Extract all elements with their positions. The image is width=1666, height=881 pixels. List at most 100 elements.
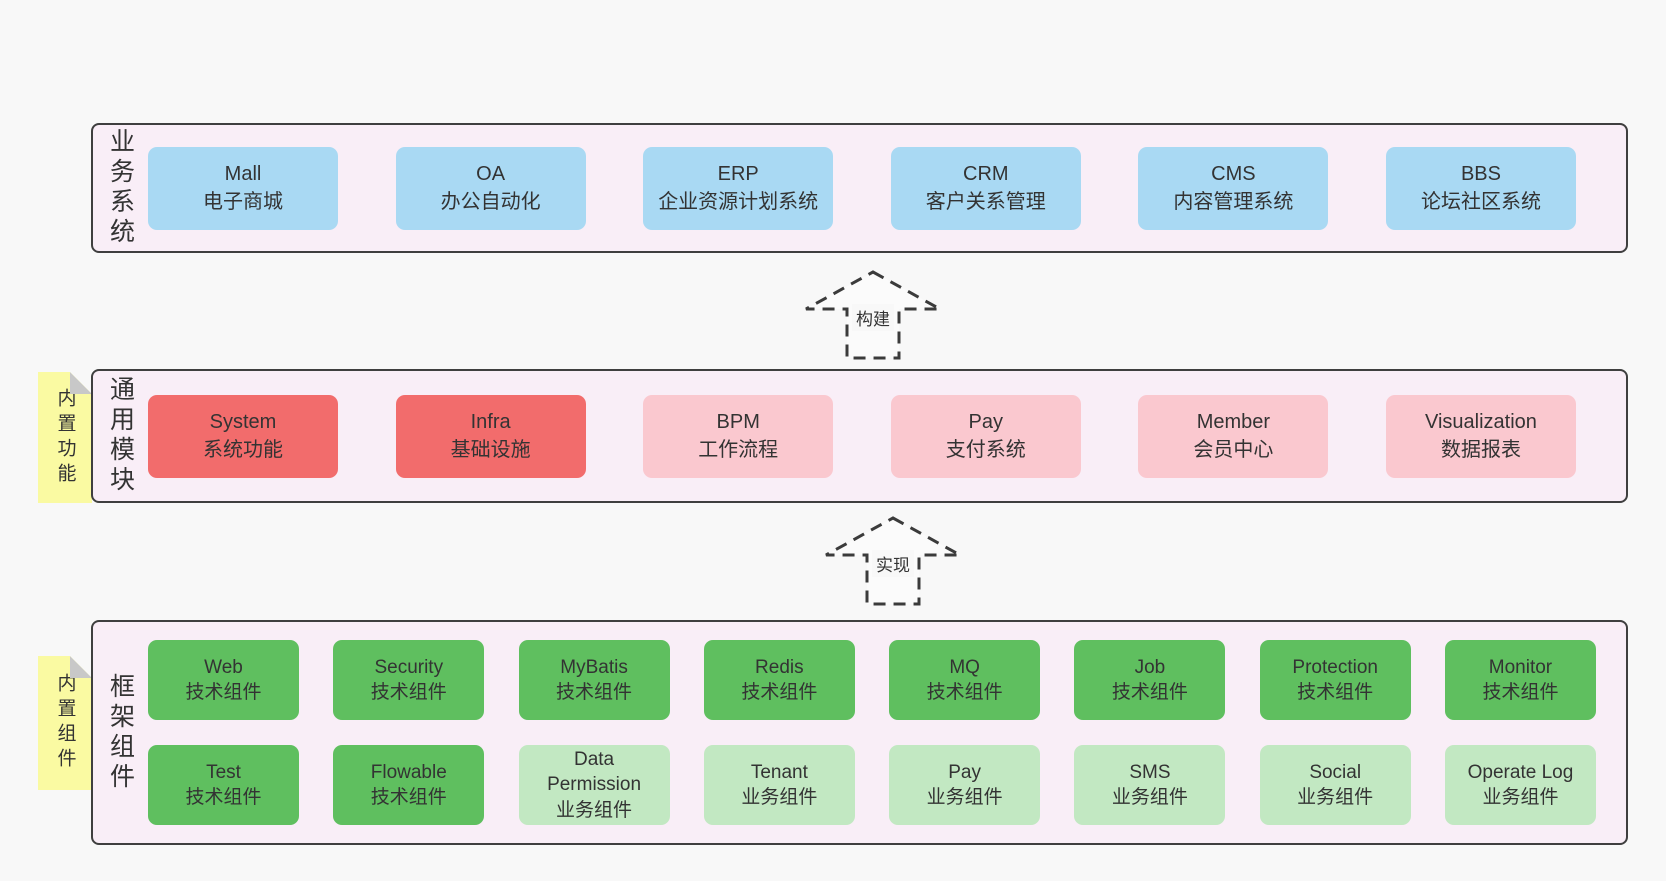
box-title: Test [206,761,241,783]
box-mq: MQ 技术组件 [889,640,1041,720]
box-subtitle: 业务组件 [1482,787,1559,808]
box-title: Job [1134,656,1166,678]
box-subtitle: 技术组件 [185,787,262,808]
box-system: System 系统功能 [148,394,338,478]
box-tenant: Tenant 业务组件 [703,745,855,825]
box-subtitle: 技术组件 [1297,682,1374,703]
band-label-business-systems: 业务系统 [93,125,148,251]
common-modules-boxes: System 系统功能 Infra 基础设施 BPM 工作流程 Pay 支付系统… [148,371,1626,501]
box-member: Member 会员中心 [1138,394,1329,478]
box-title: Member [1196,410,1271,433]
band-label-common-modules: 通用模块 [93,371,148,501]
box-title: Security [374,656,444,678]
arrow-build-label: 构建 [852,304,894,331]
box-title: CMS [1211,162,1256,185]
box-title: Web [204,656,243,678]
box-title: Social [1309,761,1362,783]
box-title: Flowable [370,761,447,783]
box-monitor: Monitor 技术组件 [1444,640,1596,720]
box-infra: Infra 基础设施 [395,394,586,478]
box-title: ERP [717,162,759,185]
box-erp: ERP 企业资源计划系统 [643,146,834,230]
box-job: Job 技术组件 [1074,640,1226,720]
box-data-permission: Data Permission 业务组件 [518,745,670,825]
box-title: OA [476,162,506,185]
box-title: Operate Log [1467,761,1574,783]
box-subtitle: 系统功能 [203,439,283,461]
box-title: Data Permission [547,748,642,796]
box-title: Mall [224,162,262,185]
framework-row-1: Web 技术组件 Security 技术组件 MyBatis 技术组件 Redi… [148,640,1596,720]
framework-row-2: Test 技术组件 Flowable 技术组件 Data Permission … [148,745,1596,825]
box-cms: CMS 内容管理系统 [1138,146,1329,230]
band-framework-components: 框架组件 Web 技术组件 Security 技术组件 MyBatis 技术组件… [91,620,1628,845]
box-subtitle: 技术组件 [741,682,818,703]
box-subtitle: 客户关系管理 [925,191,1046,213]
band-label-text: 业务系统 [106,128,135,248]
sticky-note-builtin-components: 内置组件 [38,656,92,790]
box-crm: CRM 客户关系管理 [890,146,1081,230]
box-subtitle: 内容管理系统 [1173,191,1294,213]
box-title: Monitor [1488,656,1553,678]
sticky-note-label: 内置组件 [54,673,76,773]
box-subtitle: 业务组件 [556,799,633,821]
box-subtitle: 支付系统 [945,439,1026,461]
box-title: BBS [1460,162,1501,185]
box-title: Pay [968,410,1004,433]
box-subtitle: 技术组件 [556,682,633,703]
box-subtitle: 技术组件 [926,682,1003,703]
box-subtitle: 业务组件 [926,787,1003,808]
box-subtitle: 业务组件 [1297,787,1374,808]
box-flowable: Flowable 技术组件 [333,745,485,825]
box-operate-log: Operate Log 业务组件 [1444,745,1596,825]
box-title: Protection [1292,656,1378,678]
box-test: Test 技术组件 [148,745,299,825]
box-subtitle: 电子商城 [203,191,283,213]
box-title: System [209,410,277,433]
framework-components-boxes: Web 技术组件 Security 技术组件 MyBatis 技术组件 Redi… [148,622,1626,843]
arrow-build: 构建 [803,269,943,361]
box-subtitle: 企业资源计划系统 [658,191,819,213]
arrow-implement-label: 实现 [872,550,914,577]
box-bpm: BPM 工作流程 [643,394,834,478]
box-security: Security 技术组件 [333,640,485,720]
box-title: Redis [755,656,804,678]
box-title: MyBatis [560,656,628,678]
box-subtitle: 工作流程 [698,439,779,461]
box-title: BPM [716,410,760,433]
box-title: Pay [948,761,981,783]
sticky-note-label: 内置功能 [54,387,76,488]
band-common-modules: 通用模块 System 系统功能 Infra 基础设施 BPM 工作流程 Pay… [91,369,1628,503]
folded-corner-icon [70,656,92,678]
box-title: Infra [470,410,511,433]
business-systems-boxes: Mall 电子商城 OA 办公自动化 ERP 企业资源计划系统 CRM 客户关系… [148,125,1626,251]
box-subtitle: 业务组件 [1111,787,1188,808]
box-title: MQ [949,656,980,678]
box-title: SMS [1129,761,1171,783]
box-subtitle: 技术组件 [185,682,262,703]
box-title: CRM [963,162,1009,185]
box-protection: Protection 技术组件 [1259,640,1411,720]
box-redis: Redis 技术组件 [703,640,855,720]
box-oa: OA 办公自动化 [395,146,586,230]
box-mybatis: MyBatis 技术组件 [518,640,670,720]
band-label-framework-components: 框架组件 [93,622,148,843]
band-label-text: 通用模块 [106,376,135,496]
box-web: Web 技术组件 [148,640,299,720]
folded-corner-icon [70,372,92,394]
box-subtitle: 技术组件 [370,682,447,703]
box-mall: Mall 电子商城 [148,146,338,230]
box-subtitle: 业务组件 [741,787,818,808]
box-subtitle: 技术组件 [1482,682,1559,703]
box-bbs: BBS 论坛社区系统 [1385,146,1576,230]
box-social: Social 业务组件 [1259,745,1411,825]
band-label-text: 框架组件 [106,672,135,793]
box-pay: Pay 支付系统 [890,394,1081,478]
box-pay-business: Pay 业务组件 [889,745,1041,825]
box-subtitle: 会员中心 [1193,439,1274,461]
box-subtitle: 办公自动化 [440,191,541,213]
box-subtitle: 基础设施 [450,439,531,461]
band-business-systems: 业务系统 Mall 电子商城 OA 办公自动化 ERP 企业资源计划系统 CRM… [91,123,1628,253]
box-title: Tenant [750,761,808,783]
